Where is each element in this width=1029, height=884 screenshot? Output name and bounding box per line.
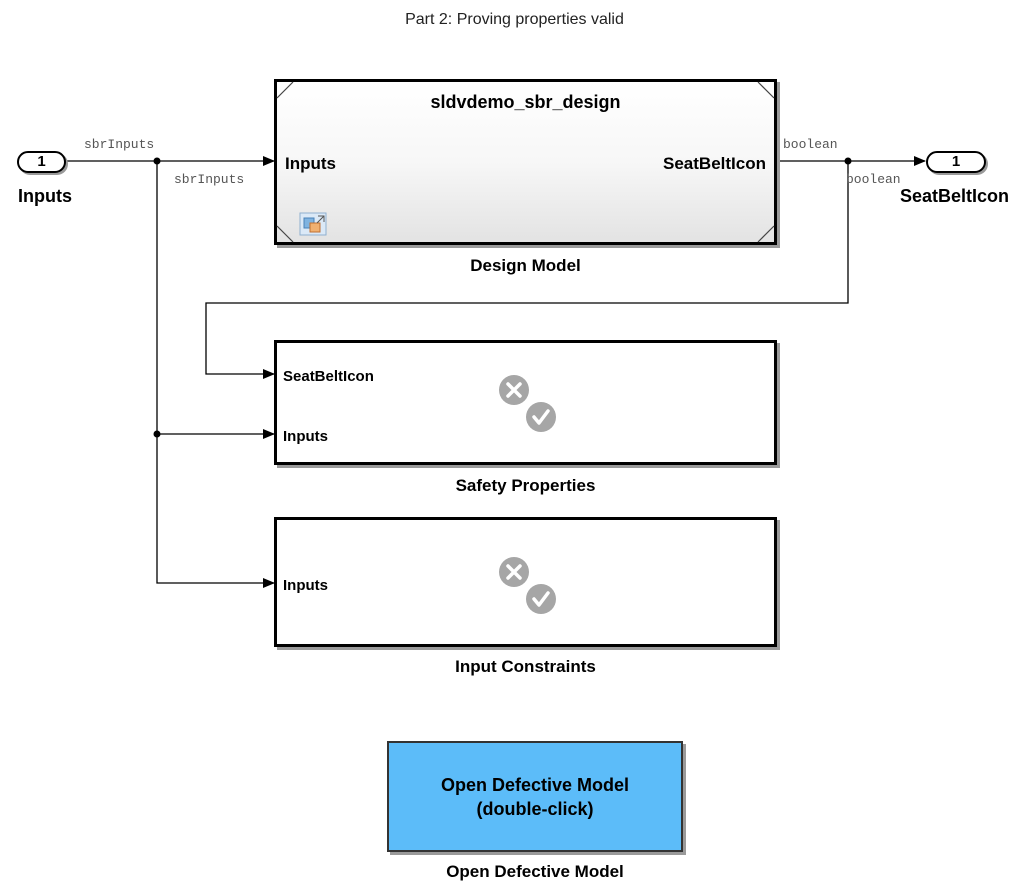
outport-signal-name: boolean: [846, 172, 901, 187]
junction-output: [844, 157, 852, 165]
safety-properties-label: Safety Properties: [455, 476, 596, 495]
line-output-to-safety: [205, 161, 849, 379]
design-input-port: Inputs: [285, 154, 336, 173]
open-defective-model-button[interactable]: Open Defective Model (double-click): [387, 741, 683, 852]
safety-port-inputs: Inputs: [283, 428, 328, 445]
defective-line2: (double-click): [476, 798, 594, 819]
junction-inputs-2: [153, 430, 161, 438]
verification-subsystem-icon: [494, 555, 564, 617]
design-input-signal-name: sbrInputs: [174, 172, 245, 187]
defective-line1: Open Defective Model: [440, 774, 630, 795]
design-output-port: SeatBeltIcon: [663, 154, 766, 173]
input-constraints-label: Input Constraints: [455, 657, 596, 676]
design-output-signal-name: boolean: [783, 137, 838, 152]
junction-inputs: [153, 157, 161, 165]
constraints-port-inputs: Inputs: [283, 577, 328, 594]
design-model-name: sldvdemo_sbr_design: [430, 92, 621, 112]
verification-subsystem-icon: [494, 373, 564, 435]
diagram-title: Part 2: Proving properties valid: [405, 11, 624, 28]
inport-label: Inputs: [18, 186, 72, 206]
corner-marks: [276, 81, 775, 243]
design-model-block[interactable]: sldvdemo_sbr_design Inputs SeatBeltIcon: [274, 79, 777, 245]
model-reference-icon: [299, 212, 327, 236]
input-constraints-block[interactable]: Inputs: [274, 517, 777, 647]
design-model-label: Design Model: [470, 256, 581, 275]
outport-label: SeatBeltIcon: [899, 186, 1010, 206]
line-inputs-branch: [156, 161, 275, 588]
safety-properties-block[interactable]: SeatBeltIcon Inputs: [274, 340, 777, 465]
safety-port-seatbelticon: SeatBeltIcon: [283, 368, 374, 385]
open-defective-model-label: Open Defective Model: [446, 862, 624, 881]
inport-number: 1: [37, 153, 46, 170]
outport-number: 1: [951, 153, 961, 170]
inport-signal-name: sbrInputs: [84, 137, 155, 152]
outport-block[interactable]: 1: [926, 151, 986, 173]
inport-block[interactable]: 1: [17, 151, 66, 173]
